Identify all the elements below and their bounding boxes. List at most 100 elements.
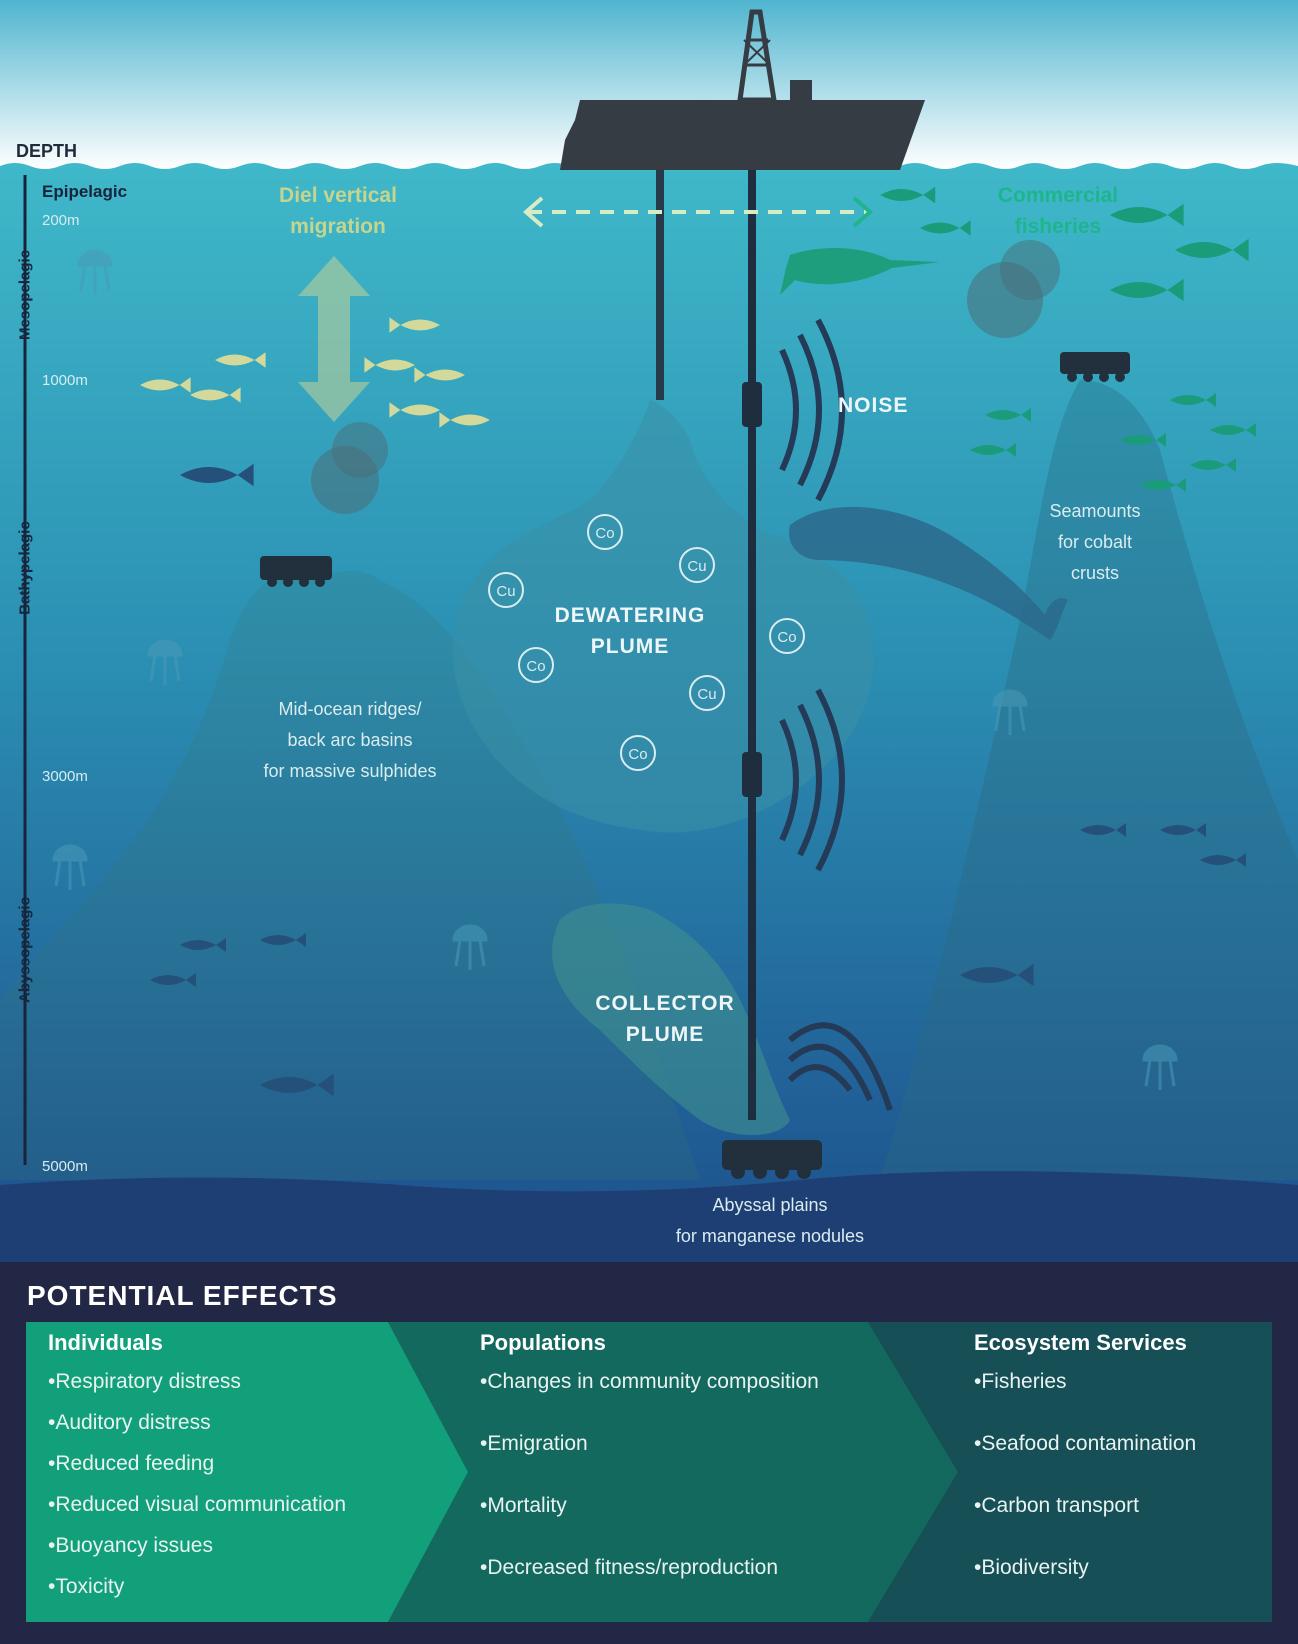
depth-1000m: 1000m <box>42 372 88 389</box>
label-dewatering-plume: DEWATERING PLUME <box>554 604 706 658</box>
fish-icon <box>1140 478 1186 492</box>
label-noise: NOISE <box>838 394 909 417</box>
migration-fishery-arrow <box>522 196 874 228</box>
fish-icon <box>880 186 936 204</box>
collector-vehicle-ridge <box>260 556 332 587</box>
seafloor <box>0 1171 1298 1262</box>
depth-200m: 200m <box>42 212 80 229</box>
metal-particle-label: Cu <box>496 583 515 600</box>
zone-bathypelagic: Bathypelagic <box>16 521 34 615</box>
effect-item: Reduced visual communication <box>48 1493 346 1534</box>
potential-effects-panel: POTENTIAL EFFECTS Individuals Respirator… <box>0 1262 1298 1644</box>
vertical-migration-arrow <box>298 256 370 422</box>
metal-particle-ring <box>679 547 715 583</box>
effects-column-populations: Populations Changes in community composi… <box>480 1330 819 1618</box>
effect-item: Mortality <box>480 1494 819 1556</box>
fish-icon <box>1110 203 1184 227</box>
label-mid-ocean-ridges: Mid-ocean ridges/ back arc basins for ma… <box>263 699 437 781</box>
fish-icon <box>439 412 490 428</box>
jellyfish-icon <box>77 249 113 295</box>
effects-list-individuals: Respiratory distress Auditory distress R… <box>48 1370 346 1616</box>
metal-particle-ring <box>488 572 524 608</box>
dewatering-plume-cloud <box>452 400 874 833</box>
effects-heading-ecosystem-services: Ecosystem Services <box>974 1330 1187 1355</box>
effect-item: Reduced feeding <box>48 1452 346 1493</box>
smoke-right-2 <box>1000 240 1060 300</box>
effects-list-ecosystem-services: Fisheries Seafood contamination Carbon t… <box>974 1370 1196 1618</box>
fish-icon <box>1200 853 1246 867</box>
metal-particle-label: Co <box>526 658 545 675</box>
fish-icon <box>970 443 1016 457</box>
zone-epipelagic: Epipelagic <box>42 182 128 201</box>
fish-icon <box>414 367 465 383</box>
fish-icon <box>260 933 306 947</box>
effects-heading-populations: Populations <box>480 1330 606 1355</box>
noise-waves <box>779 318 893 1111</box>
fish-icon <box>180 938 226 952</box>
fish-icon <box>140 377 191 393</box>
jellyfish-icon <box>452 924 488 970</box>
fish-icon <box>1080 823 1126 837</box>
label-seamounts: Seamounts for cobalt crusts <box>1049 501 1141 583</box>
metal-particle-ring <box>620 735 656 771</box>
effect-item: Auditory distress <box>48 1411 346 1452</box>
jellyfish-icon <box>992 689 1028 735</box>
label-abyssal-plains: Abyssal plains for manganese nodules <box>675 1195 865 1246</box>
fish-icon <box>180 463 254 487</box>
metal-particle: Co <box>620 735 656 771</box>
fish-icon <box>1170 393 1216 407</box>
fish-icon <box>364 357 415 373</box>
metal-particle: Co <box>587 514 623 550</box>
mid-ocean-ridge <box>0 570 700 1180</box>
riser-pump-2 <box>742 752 762 797</box>
effect-item: Seafood contamination <box>974 1432 1196 1494</box>
metal-particle-ring <box>769 618 805 654</box>
effect-item: Decreased fitness/reproduction <box>480 1556 819 1618</box>
fish-icon <box>1210 423 1256 437</box>
fish-icon <box>1160 823 1206 837</box>
fish-icon <box>190 387 241 403</box>
fish-icon <box>215 352 266 368</box>
effect-item: Toxicity <box>48 1575 346 1616</box>
label-diel-migration: Diel vertical migration <box>279 184 397 238</box>
collector-vehicle-abyssal <box>722 1140 822 1179</box>
collector-plume-cloud <box>552 903 790 1135</box>
effect-item: Buoyancy issues <box>48 1534 346 1575</box>
fish-icon <box>920 220 971 236</box>
metal-particle-label: Co <box>595 525 614 542</box>
metal-particle: Cu <box>689 675 725 711</box>
label-collector-plume: COLLECTOR PLUME <box>595 992 735 1046</box>
metal-particle-label: Cu <box>697 686 716 703</box>
depth-5000m: 5000m <box>42 1158 88 1175</box>
metal-particle: Cu <box>679 547 715 583</box>
jellyfish-icon <box>52 844 88 890</box>
effect-item: Emigration <box>480 1432 819 1494</box>
effect-item: Respiratory distress <box>48 1370 346 1411</box>
whale <box>789 506 1068 640</box>
effect-item: Changes in community composition <box>480 1370 819 1432</box>
metal-particle-label: Co <box>777 629 796 646</box>
metal-particle-label: Cu <box>687 558 706 575</box>
metal-particle-ring <box>689 675 725 711</box>
effects-heading-individuals: Individuals <box>48 1330 163 1355</box>
fish-icon <box>960 963 1034 987</box>
metal-particle: Cu <box>488 572 524 608</box>
depth-3000m: 3000m <box>42 768 88 785</box>
metal-particle: Co <box>518 647 554 683</box>
fish-icon <box>1110 278 1184 302</box>
fish-icon <box>1190 458 1236 472</box>
jellyfish-group <box>52 249 1178 1090</box>
smoke-left-2 <box>332 422 388 478</box>
effects-column-individuals: Individuals Respiratory distress Auditor… <box>48 1330 346 1616</box>
zone-abyssopelagic: Abyssopelagic <box>16 897 34 1003</box>
metal-particle-label: Co <box>628 746 647 763</box>
riser-pump-1 <box>742 382 762 427</box>
jellyfish-icon <box>147 639 183 685</box>
effect-item: Carbon transport <box>974 1494 1196 1556</box>
collector-vehicle-seamount <box>1060 352 1130 382</box>
fish-icon <box>985 408 1031 422</box>
fish-icon <box>150 973 196 987</box>
fish-school <box>140 186 1256 1097</box>
